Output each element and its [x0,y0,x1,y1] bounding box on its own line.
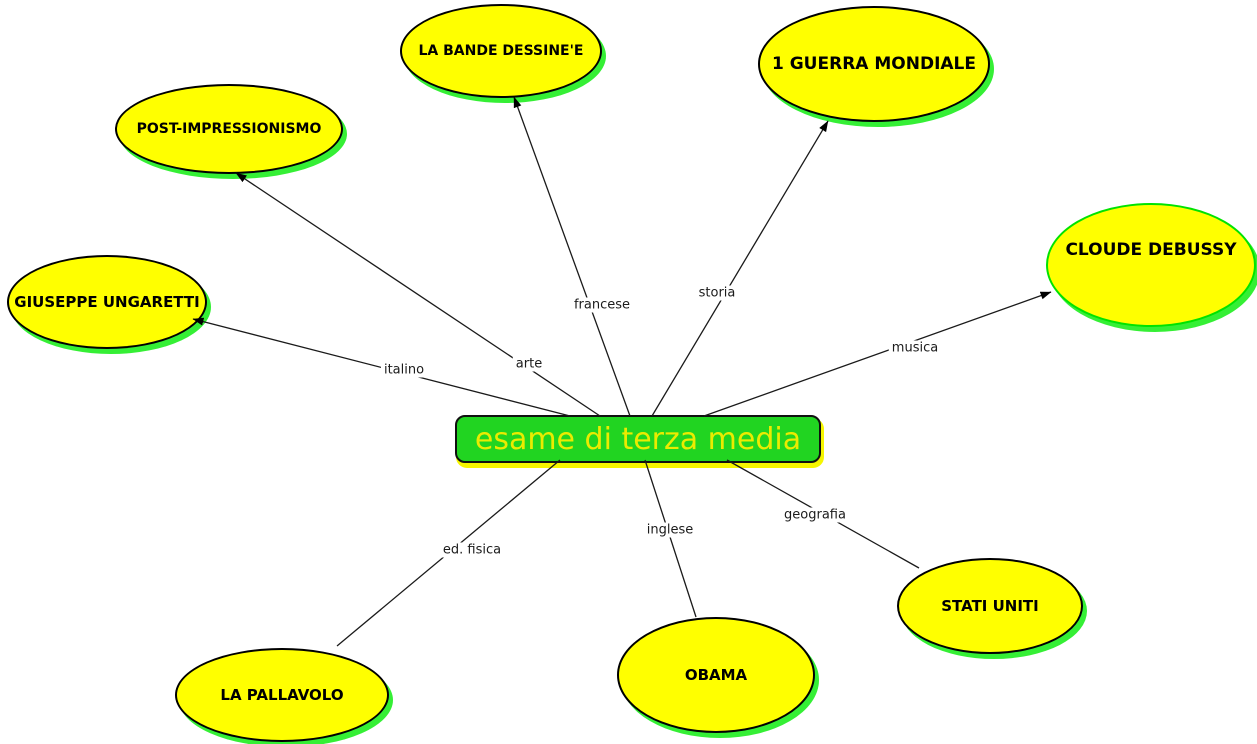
edge-label-musica[interactable]: musica [888,340,942,356]
node-label: LA PALLAVOLO [220,686,344,704]
center-node-label: esame di terza media [474,421,802,457]
edge-storia-line [651,120,829,417]
node-giuseppe-ungaretti[interactable]: GIUSEPPE UNGARETTI [7,255,207,349]
edge-label-inglese[interactable]: inglese [643,522,697,538]
edge-label-italino[interactable]: italino [380,362,428,378]
node-obama[interactable]: OBAMA [617,617,815,733]
edge-musica-line [703,291,1052,417]
node-1-guerra-mondiale[interactable]: 1 GUERRA MONDIALE [758,6,990,122]
node-la-pallavolo[interactable]: LA PALLAVOLO [175,648,389,742]
node-label: LA BANDE DESSINE'E [418,43,584,59]
edge-label-arte[interactable]: arte [512,356,546,372]
node-post-impressionismo[interactable]: POST-IMPRESSIONISMO [115,84,343,174]
node-label: GIUSEPPE UNGARETTI [14,293,200,311]
edge-label-storia[interactable]: storia [695,285,739,301]
node-label: POST-IMPRESSIONISMO [136,121,322,137]
edge-arte-line [235,172,601,417]
edge-inglese-line [644,459,697,618]
edge-label-ed-fisica[interactable]: ed. fisica [439,542,505,558]
node-la-bande-dessinee[interactable]: LA BANDE DESSINE'E [400,4,602,98]
node-label: 1 GUERRA MONDIALE [771,54,976,74]
node-cloude-debussy[interactable]: CLOUDE DEBUSSY [1046,203,1256,327]
edge-label-francese[interactable]: francese [570,297,634,313]
node-label: STATI UNITI [941,597,1039,615]
node-label: CLOUDE DEBUSSY [1065,240,1237,260]
node-stati-uniti[interactable]: STATI UNITI [897,558,1083,654]
node-label: OBAMA [684,666,748,684]
node-esame-di-terza-media[interactable]: esame di terza media [455,415,821,463]
edge-label-geografia[interactable]: geografia [781,507,849,523]
